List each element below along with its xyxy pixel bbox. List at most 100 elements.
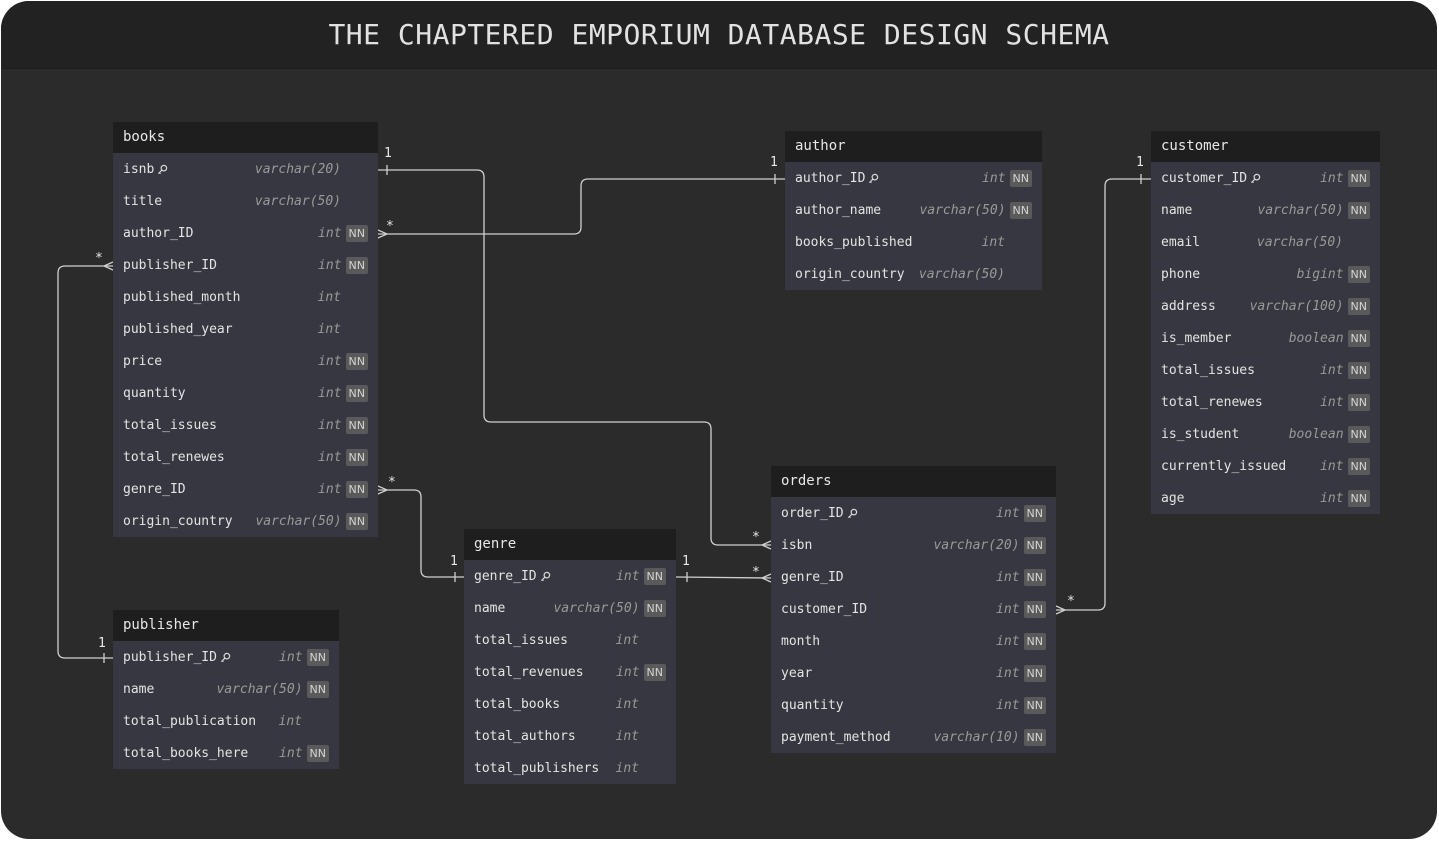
table-header[interactable]: customer	[1151, 131, 1380, 162]
field-name: customer_ID	[781, 602, 996, 617]
field-name: author_ID	[123, 226, 318, 241]
table-header[interactable]: author	[785, 131, 1042, 162]
table-header[interactable]: books	[113, 122, 378, 153]
field-name: email	[1161, 235, 1257, 250]
field-name: currently_issued	[1161, 459, 1320, 474]
table-header[interactable]: genre	[464, 529, 676, 560]
field-name-text: name	[474, 600, 506, 616]
many-marker	[761, 540, 772, 550]
field-name: name	[474, 601, 553, 616]
not-null-badge: NN	[1023, 600, 1046, 618]
field-name: total_publication	[123, 714, 279, 729]
field-name: total_publishers	[474, 761, 616, 776]
not-null-badge: NN	[345, 480, 368, 498]
field-type: int	[1320, 394, 1344, 410]
field-name: name	[123, 682, 216, 697]
field-type: int	[996, 601, 1020, 617]
not-null-badge: NN	[345, 512, 368, 530]
field-type: int	[616, 664, 640, 680]
diagram-title: THE CHAPTERED EMPORIUM DATABASE DESIGN S…	[328, 18, 1110, 51]
not-null-badge: NN	[1023, 568, 1046, 586]
table-header[interactable]: publisher	[113, 610, 339, 641]
field-type: boolean	[1288, 330, 1344, 346]
field-name: genre_ID	[781, 570, 996, 585]
field-name-text: month	[781, 633, 821, 649]
field-type: int	[279, 745, 303, 761]
not-null-badge: NN	[345, 352, 368, 370]
not-null-badge: NN	[345, 416, 368, 434]
field-name-text: books_published	[795, 234, 913, 250]
not-null-badge: NN	[1023, 536, 1046, 554]
field-name-text: title	[123, 193, 163, 209]
not-null-badge: NN	[1347, 393, 1370, 411]
field-name-text: is_student	[1161, 426, 1240, 442]
table-header[interactable]: orders	[771, 466, 1056, 497]
field-name: total_books	[474, 697, 616, 712]
field-type: int	[1320, 458, 1344, 474]
not-null-badge: NN	[1347, 265, 1370, 283]
many-marker	[1055, 605, 1066, 615]
many-marker	[377, 485, 388, 495]
cardinality-label: 1	[450, 554, 458, 569]
field-type: int	[1320, 490, 1344, 506]
field-name: total_issues	[1161, 363, 1320, 378]
field-type: varchar(50)	[216, 681, 303, 697]
not-null-badge: NN	[1023, 632, 1046, 650]
field-name-text: quantity	[781, 697, 844, 713]
field-name-text: genre_ID	[474, 568, 537, 584]
field-type: int	[615, 728, 639, 744]
